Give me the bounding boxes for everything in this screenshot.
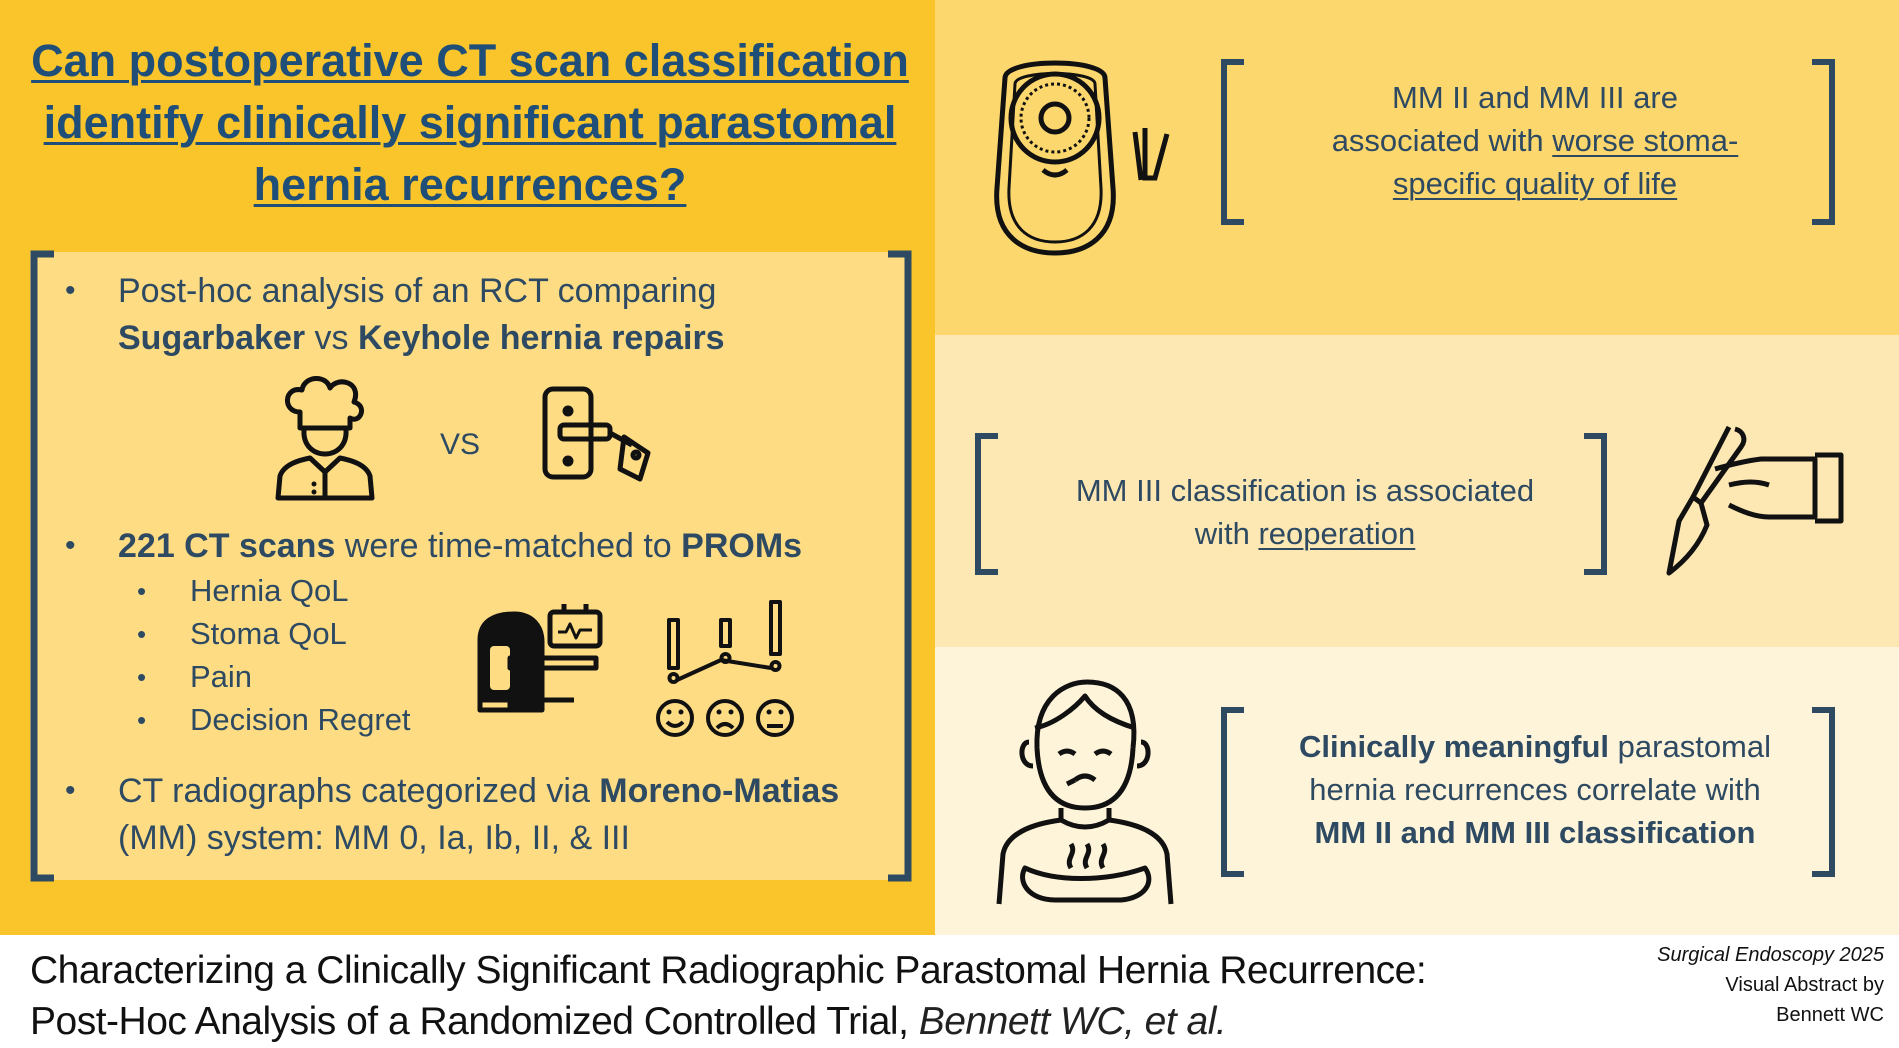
chef-icon: [275, 376, 375, 501]
method-bullet-2: 221 CT scans were time-matched to PROMs: [118, 523, 898, 570]
finding-1-text: MM II and MM III are associated with wor…: [1260, 76, 1810, 205]
finding-1-line-1: MM II and MM III are: [1392, 80, 1678, 115]
patient-pain-icon: [996, 679, 1174, 905]
vs-label: VS: [440, 428, 481, 461]
keyhole-lock-icon: [542, 386, 651, 482]
finding-1-line-2a: associated with: [1331, 123, 1553, 158]
finding-3-left-bracket: [1221, 707, 1244, 877]
footer: [0, 935, 1899, 1048]
proms-chart-icon: [656, 600, 794, 737]
method-3-line-1: CT radiographs categorized via: [118, 772, 600, 810]
finding-2-highlight: reoperation: [1258, 516, 1416, 551]
finding-1-left-bracket: [1221, 59, 1244, 225]
finding-3-text: Clinically meaningful parastomal hernia …: [1260, 725, 1810, 854]
finding-1-highlight: worse stoma-: [1552, 123, 1739, 158]
ct-scanner-icon: [477, 604, 603, 713]
prom-item: Stoma QoL: [190, 616, 347, 651]
sub-bullet: •: [137, 662, 147, 692]
finding-panel-2: [935, 335, 1899, 647]
finding-3-right-bracket: [1812, 707, 1835, 877]
method-bullet-1: Post-hoc analysis of an RCT comparing Su…: [118, 268, 898, 362]
keyhole-label: Keyhole hernia repairs: [358, 319, 725, 357]
journal-citation: Surgical Endoscopy 2025: [1657, 944, 1884, 966]
finding-panel-3: [935, 647, 1899, 935]
sub-bullet: •: [137, 576, 147, 606]
question-title: Can postoperative CT scan classification…: [20, 30, 920, 216]
prom-item: Decision Regret: [190, 702, 411, 737]
method-1-line-1: Post-hoc analysis of an RCT comparing: [118, 272, 717, 310]
sub-bullet: •: [137, 619, 147, 649]
bullet: •: [65, 529, 76, 562]
moreno-matias-label: Moreno-Matias: [599, 772, 840, 810]
methods-box: [30, 252, 910, 880]
sugarbaker-label: Sugarbaker: [118, 319, 306, 357]
finding-2-line-1: MM III classification is associated: [1075, 473, 1535, 508]
finding-1-line-3: specific quality of life: [1392, 166, 1678, 201]
prom-item: Pain: [190, 659, 253, 694]
question-line-2: identify clinically significant parastom…: [43, 97, 897, 148]
vs-inline: vs: [305, 319, 358, 357]
scalpel-hand-icon: [1666, 425, 1844, 576]
method-2-mid: were time-matched to: [335, 527, 682, 565]
method-bullet-3: CT radiographs categorized via Moreno-Ma…: [118, 768, 908, 862]
finding-1-right-bracket: [1812, 59, 1835, 225]
finding-2-text: MM III classification is associated with…: [1020, 469, 1590, 555]
methods-left-bracket: [30, 250, 54, 882]
ostomy-bag-icon: [994, 60, 1170, 256]
finding-panel-1: [935, 0, 1899, 335]
finding-3-line-2: hernia recurrences correlate with: [1309, 772, 1761, 807]
credit-line-2: Bennett WC: [1776, 1004, 1884, 1026]
ct-count: 221 CT scans: [118, 527, 336, 565]
article-title: Characterizing a Clinically Significant …: [30, 945, 1427, 1047]
sub-bullet: •: [137, 705, 147, 735]
prom-item: Hernia QoL: [190, 573, 349, 608]
proms-label: PROMs: [681, 527, 803, 565]
bullet: •: [65, 774, 76, 807]
authors: Bennett WC, et al.: [908, 1000, 1227, 1043]
finding-2-right-bracket: [1584, 433, 1607, 575]
credit-block: Surgical Endoscopy 2025 Visual Abstract …: [1657, 940, 1884, 1030]
finding-2-line-2a: with: [1194, 516, 1259, 551]
question-line-1: Can postoperative CT scan classification: [31, 35, 909, 86]
finding-3-line-3: MM II and MM III classification: [1314, 815, 1756, 850]
bullet: •: [65, 274, 76, 307]
article-title-line-1: Characterizing a Clinically Significant …: [30, 949, 1427, 992]
article-title-line-2: Post-Hoc Analysis of a Randomized Contro…: [30, 1000, 909, 1043]
question-line-3: hernia recurrences?: [253, 159, 687, 210]
credit-line-1: Visual Abstract by: [1725, 974, 1884, 996]
method-3-line-2: (MM) system: MM 0, Ia, Ib, II, & III: [118, 819, 630, 857]
finding-2-left-bracket: [975, 433, 998, 575]
methods-right-bracket: [888, 250, 912, 882]
finding-3-line-1b: parastomal: [1609, 729, 1772, 764]
finding-3-bold: Clinically meaningful: [1298, 729, 1610, 764]
